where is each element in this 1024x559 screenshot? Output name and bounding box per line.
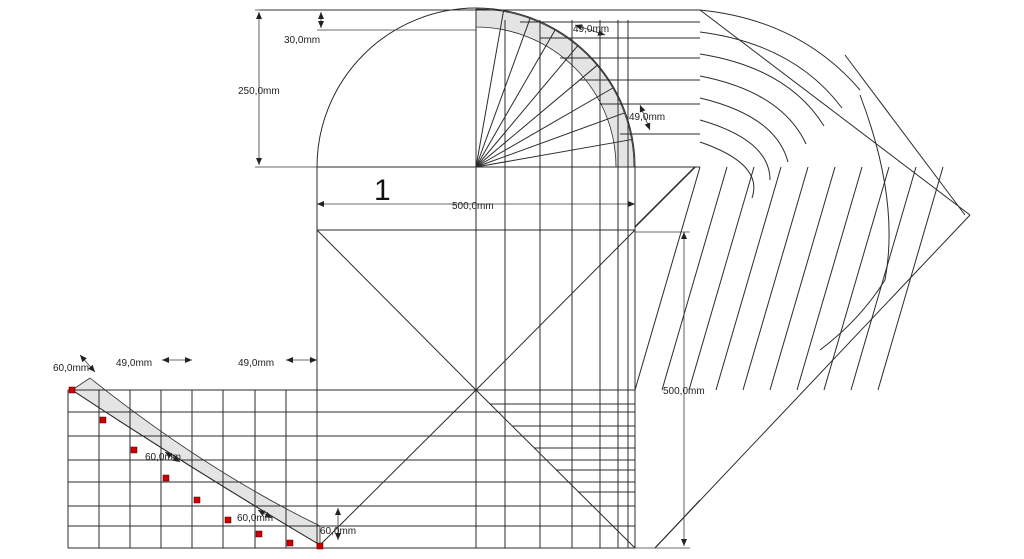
rot-top-edge [699,9,971,216]
corner-arc [699,31,843,109]
rotated-tread [769,166,836,391]
dim-label-tread-width-bottom-mid: 49,0mm [238,358,274,369]
tread-marker [193,496,201,504]
tread-marker [162,474,170,482]
tread-marker [286,539,294,547]
dim-label-offset-low: 60,0mm [237,513,273,524]
dim-offset-mid [164,451,181,463]
stair-geometry [67,7,971,549]
rotated-tread [796,166,863,391]
corner-arc [699,119,771,181]
rotated-tread [850,166,917,391]
dim-offset-left [79,354,96,373]
bottom-tread-band [71,377,321,546]
dim-label-tread-width-top: 49,0mm [573,24,609,35]
diag [634,166,696,228]
dim-label-radius-height: 250,0mm [238,86,280,97]
dim-label-tread-width-right: 49,0mm [629,112,665,123]
dimension-lines [79,9,690,549]
tread-marker [68,386,76,394]
square-diag-4 [316,389,477,549]
tread-marker [224,516,232,524]
rotated-tread [688,166,755,391]
dim-label-offset-left: 60,0mm [53,363,89,374]
dim-label-offset-mid: 60,0mm [145,452,181,463]
winder-ray [475,18,531,168]
tread-marker [316,542,324,550]
dim-tread-top [574,24,606,36]
square-diag-1 [316,229,477,391]
top-semicircle [316,7,636,168]
dim-label-offset-bottom: 60,0mm [320,526,356,537]
bottom-curve [71,389,321,546]
rot-outer-curve [819,94,890,351]
rotated-tread [742,166,809,391]
corner-arc [699,75,807,145]
corner-arc [699,9,861,91]
bottom-arc-tread-band [71,377,321,546]
rot-lower-1 [654,499,701,549]
dim-label-overall-width: 500,0mm [452,201,494,212]
dim-label-overall-height: 500,0mm [663,386,705,397]
rotated-tread [661,166,728,391]
rotated-tread [715,166,782,391]
winder-ray [475,87,614,168]
drawing-number: 1 [374,174,391,207]
winder-ray [475,45,578,168]
square-diag-3 [475,389,636,549]
dim-offset-low [257,509,273,519]
winder-ray [475,139,632,168]
rot-right-edge [654,214,971,549]
dim-label-tread-width-bottom-left: 49,0mm [116,358,152,369]
corner-arc [699,97,789,163]
tread-markers [68,386,324,550]
rotated-tread [634,166,701,391]
tread-marker [130,446,138,454]
winder-ray [475,29,556,168]
winder-ray [475,11,504,168]
tread-marker [255,530,263,538]
square-diag-2 [475,229,636,391]
corner-arc [699,53,825,127]
corner-arc [699,141,755,199]
winder-ray [475,65,598,168]
tread-marker [99,416,107,424]
dim-label-tread-offset-top: 30,0mm [284,35,320,46]
rot-inner-edge [844,54,966,216]
rotated-tread [823,166,890,391]
dim-tread-right [639,104,651,131]
